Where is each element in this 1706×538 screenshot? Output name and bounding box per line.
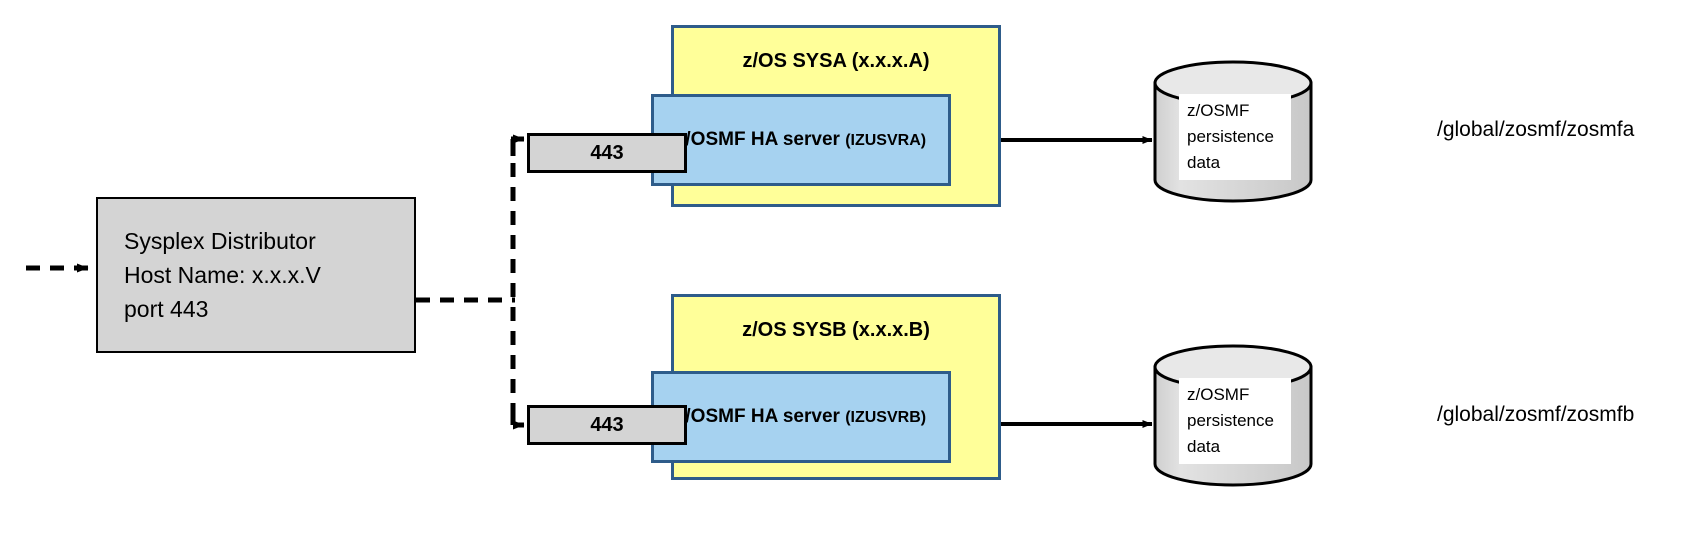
database-textbox-sysa: z/OSMF persistence data	[1179, 94, 1291, 180]
port-box-sysb[interactable]: 443	[527, 405, 687, 445]
mount-path-sysb: /global/zosmf/zosmfb	[1437, 403, 1635, 426]
port-label-sysa: 443	[590, 141, 624, 164]
zosmf-ha-server-box-sysb[interactable]: z/OSMF HA server (IZUSVRB)	[651, 371, 951, 463]
database-line3-sysb: data	[1187, 437, 1221, 456]
sysplex-distributor-port: port 443	[124, 296, 209, 322]
database-line3-sysa: data	[1187, 153, 1221, 172]
distributor-dashed-branch	[416, 134, 525, 430]
sysplex-distributor-name: Sysplex Distributor	[124, 228, 316, 254]
sysplex-distributor-hostname: Host Name: x.x.x.V	[124, 262, 321, 288]
database-sysb[interactable]: z/OSMF persistence data	[1155, 346, 1313, 481]
zos-system-title-sysb: z/OS SYSB (x.x.x.B)	[742, 319, 930, 341]
zosmf-ha-server-instance-sysa: (IZUSVRA)	[845, 132, 927, 149]
zosmf-ha-server-name-sysb: z/OSMF HA server	[675, 406, 846, 427]
database-line1-sysb: z/OSMF	[1187, 385, 1250, 404]
zosmf-ha-server-instance-sysb: (IZUSVRB)	[845, 409, 927, 426]
database-line2-sysb: persistence	[1187, 411, 1274, 430]
zos-system-title-sysa: z/OS SYSA (x.x.x.A)	[742, 50, 930, 72]
database-textbox-sysb: z/OSMF persistence data	[1179, 378, 1291, 464]
mount-path-sysa: /global/zosmf/zosmfa	[1437, 118, 1635, 141]
port-label-sysb: 443	[590, 413, 624, 436]
zosmf-ha-server-box-sysa[interactable]: z/OSMF HA server (IZUSVRA)	[651, 94, 951, 186]
zosmf-ha-server-label-sysb: z/OSMF HA server (IZUSVRB)	[676, 406, 926, 428]
zosmf-ha-server-label-sysa: z/OSMF HA server (IZUSVRA)	[676, 129, 926, 151]
sysplex-distributor-box[interactable]: Sysplex Distributor Host Name: x.x.x.V p…	[96, 197, 416, 353]
database-line2-sysa: persistence	[1187, 127, 1274, 146]
database-line1-sysa: z/OSMF	[1187, 101, 1250, 120]
zosmf-ha-server-name-sysa: z/OSMF HA server	[675, 129, 846, 150]
database-sysa[interactable]: z/OSMF persistence data	[1155, 62, 1313, 197]
port-box-sysa[interactable]: 443	[527, 133, 687, 173]
